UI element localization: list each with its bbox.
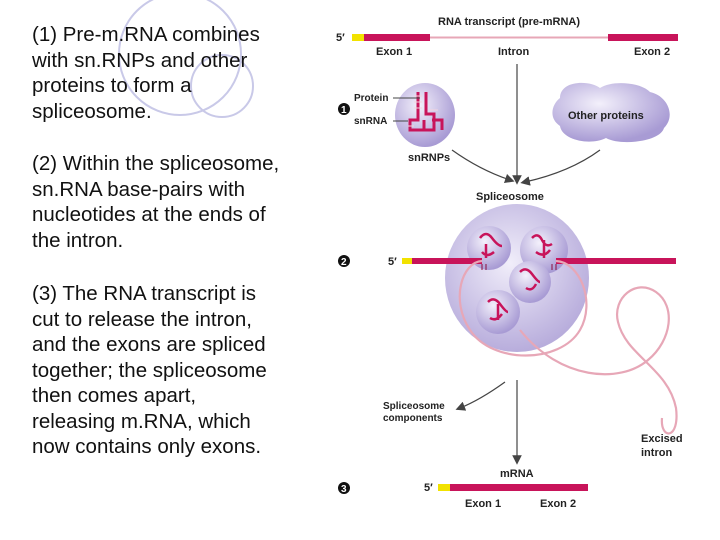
- decorative-circle-large: [118, 0, 242, 116]
- exon2-label-bottom: Exon 2: [540, 498, 576, 510]
- other-proteins-blob: [552, 82, 670, 143]
- step-1-description: (1) Pre-m.RNA combines with sn.RNPs and …: [32, 23, 260, 123]
- intron-label: Intron: [498, 46, 529, 58]
- exon1-top: [364, 34, 430, 41]
- snrna-structure: [408, 92, 444, 132]
- spliceosome-components-label-1: Spliceosome: [383, 401, 445, 412]
- spliceosome-components-label-2: components: [383, 413, 443, 424]
- step-2-marker: [338, 255, 350, 267]
- arrow-components-out: [455, 381, 506, 411]
- excised-intron-label-1: Excised: [641, 433, 683, 445]
- decorative-circle-small: [190, 54, 254, 118]
- snrnps-label: snRNPs: [408, 152, 450, 164]
- other-proteins-label: Other proteins: [568, 110, 644, 122]
- spliceosome-label: Spliceosome: [476, 191, 544, 203]
- step-1-marker: [338, 103, 350, 115]
- snrna-squiggle-3: [519, 268, 541, 291]
- exon1-label-top: Exon 1: [376, 46, 412, 58]
- snrna-ticks: [408, 95, 438, 127]
- step-2-description: (2) Within the spliceosome, sn.RNA base-…: [32, 152, 280, 252]
- exon2-mid: [556, 258, 676, 264]
- five-prime-label-top: 5′: [336, 32, 345, 44]
- snrnp-sub-3: [509, 261, 551, 303]
- exon2-label-top: Exon 2: [634, 46, 670, 58]
- exon2-bottom: [518, 484, 588, 491]
- snrna-squiggle-1: [479, 232, 503, 258]
- step-3-description: (3) The RNA transcript is cut to release…: [32, 282, 267, 458]
- exon1-bottom: [450, 484, 518, 491]
- excised-intron: [519, 286, 678, 435]
- excised-intron-label-2: intron: [641, 447, 672, 459]
- snrna-squiggle-4: [487, 298, 509, 321]
- exon1-label-bottom: Exon 1: [465, 498, 501, 510]
- step-3-number: 3: [341, 484, 347, 495]
- transcript-title: RNA transcript (pre-mRNA): [438, 16, 580, 28]
- snrna-squiggle-2: [531, 234, 553, 258]
- intron-top: [430, 36, 608, 39]
- protein-label: Protein: [354, 93, 388, 104]
- cap-bottom: [438, 484, 450, 491]
- step-2-number: 2: [341, 257, 347, 268]
- cap-top: [352, 34, 364, 41]
- mrna-label: mRNA: [500, 468, 534, 480]
- step-1-number: 1: [341, 105, 347, 116]
- five-prime-label-mid: 5′: [388, 256, 397, 268]
- exon2-top: [608, 34, 678, 41]
- step-3-marker: [338, 482, 350, 494]
- cap-mid: [402, 258, 412, 264]
- base-pair-ticks: [481, 264, 557, 270]
- snrna-label: snRNA: [354, 116, 387, 127]
- arrow-proteins-in: [520, 149, 601, 186]
- five-prime-label-bottom: 5′: [424, 482, 433, 494]
- arrow-snrnps-in: [451, 149, 515, 184]
- intron-loop: [458, 259, 588, 357]
- exon1-mid: [412, 258, 482, 264]
